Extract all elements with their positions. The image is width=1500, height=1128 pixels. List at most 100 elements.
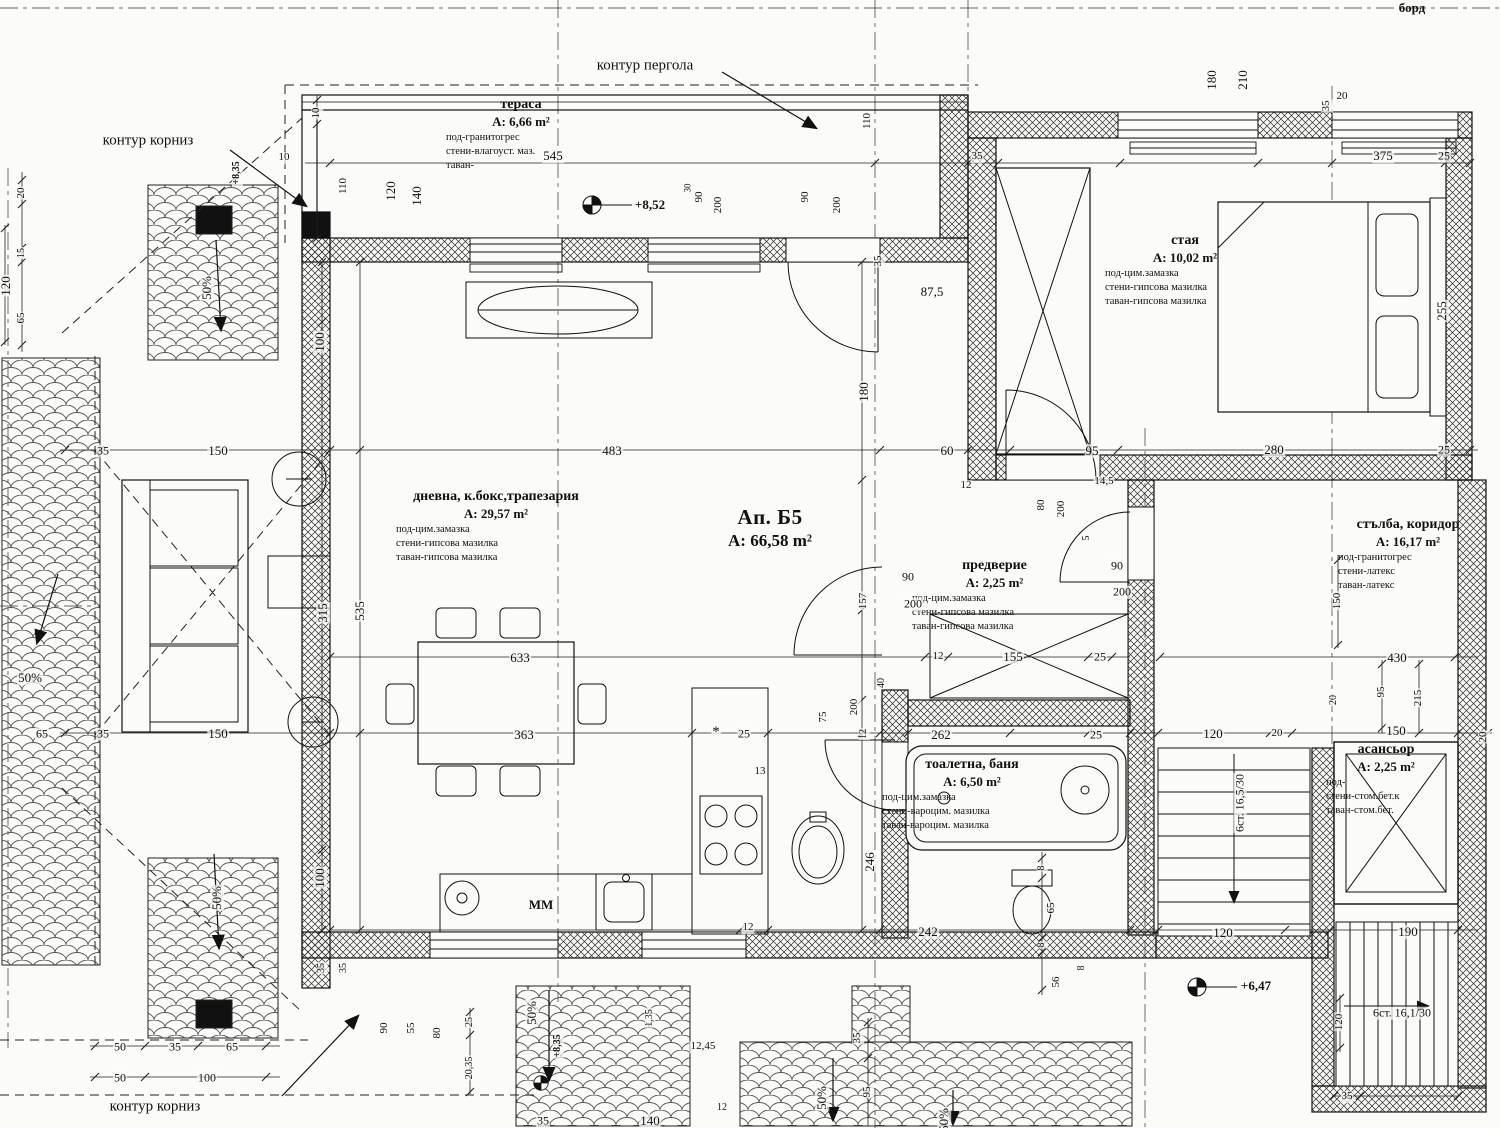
dimension-label: 35 [851, 1031, 864, 1045]
dimension-label: 200 [1112, 584, 1132, 599]
cornice-contour-label-bottom: контур корниз [109, 1098, 201, 1115]
dimension-label: 363 [513, 727, 535, 743]
room-area: А: 10,02 m² [1152, 249, 1218, 265]
door-bath [824, 739, 896, 811]
dimension-label: 35 [872, 254, 885, 268]
window-room-1 [1117, 111, 1259, 139]
dimension-label: 25 [737, 726, 751, 741]
dimension-label: 100 [197, 1070, 217, 1085]
dimension-label: 150 [1385, 723, 1407, 739]
room-finish: стени-гипсова мазилка [396, 537, 499, 549]
dimension-label: 35 [96, 726, 110, 741]
dimension-label: 150 [1331, 591, 1344, 611]
room-finish: стени-гипсова мазилка [912, 606, 1015, 618]
room-label-living: дневна, к.бокс,трапезария А: 29,57 m² по… [386, 488, 606, 565]
door-opening-terrace [785, 237, 881, 263]
dimension-label: 65 [225, 1039, 239, 1054]
dimension-label: 95 [861, 1085, 874, 1099]
stair-label: 6ст. 16,1/30 [1371, 1005, 1433, 1020]
elevation-marker [533, 1075, 549, 1091]
coffee-table [267, 555, 331, 609]
dimension-label: 10 [277, 151, 291, 164]
elevation-label: +8,35 [551, 1033, 564, 1059]
dimension-label: 200 [712, 195, 725, 215]
door-entry [1059, 511, 1131, 583]
door-room [1005, 389, 1097, 481]
dimension-label: 20 [1335, 90, 1349, 103]
dimension-label: 12 [959, 479, 973, 492]
room-finish: таван-гипсова мазилка [912, 620, 1014, 632]
elevator-cab [1333, 741, 1459, 905]
dimension-label: 110 [337, 176, 350, 196]
slope-label: 50% [209, 885, 225, 911]
cornice-arrow-bottom [281, 1014, 360, 1097]
room-label-elevator: асансьор А: 2,25 m² под-стени-стом.бет.к… [1316, 741, 1456, 818]
dimension-label: 65 [35, 726, 49, 741]
kitchen-counter [439, 687, 769, 935]
room-area: А: 2,25 m² [1357, 758, 1415, 774]
dimension-label: 55 [405, 1021, 418, 1035]
dimension-label: 483 [601, 443, 623, 459]
dimension-label: 535 [352, 600, 368, 622]
dimension-label: 246 [862, 851, 878, 873]
dimension-label: 35 [1320, 99, 1333, 113]
bed [1217, 197, 1447, 417]
room-finish: под-гранитогрес [1338, 552, 1412, 564]
dimension-label: 633 [509, 650, 531, 666]
elevation-marker [582, 195, 632, 215]
door-opening-vestibule [1127, 506, 1155, 581]
dimension-label: 8 [1075, 964, 1088, 972]
elevation-label: +6,47 [1239, 978, 1273, 994]
dimension-label: 20,35 [463, 1055, 476, 1081]
dimension-label: 35 [536, 1113, 550, 1128]
dimension-label: 25 [1093, 649, 1107, 664]
window-living-bottom-2 [641, 931, 747, 959]
pergola-contour-label: контур пергола [596, 57, 694, 74]
room-finish: таван- [446, 159, 474, 171]
room-finish: таван-латекс [1338, 579, 1395, 591]
dimension-label: 80 [431, 1026, 444, 1040]
room-finish: таван-стом.бет. [1326, 804, 1394, 816]
dimension-label: 190 [1397, 924, 1419, 940]
dimension-label: 95 [1084, 443, 1100, 459]
floor-lamp [271, 451, 339, 748]
room-finish: под-цим.замазка [882, 792, 956, 804]
washing-machine-label: MM [528, 897, 554, 912]
dimension-label: 140 [639, 1113, 661, 1128]
contour-lines [0, 84, 978, 1096]
slope-label: 50% [17, 670, 43, 686]
dimension-label: 75 [817, 710, 830, 724]
dimension-label: 35 [970, 150, 984, 163]
dimension-label: 20 [1477, 730, 1490, 744]
dimension-label: 242 [917, 924, 939, 940]
dimension-label: 215 [1412, 688, 1425, 708]
stair-label: 6ст. 16,5/30 [1232, 772, 1247, 834]
bord-label: борд [1398, 0, 1426, 15]
room-area: А: 2,25 m² [965, 574, 1024, 590]
dimension-label: 25 [1437, 148, 1451, 163]
sideboard [465, 281, 653, 339]
dimension-label: 90 [378, 1021, 391, 1035]
window-room-2 [1331, 111, 1459, 139]
slope-label: 50% [814, 1085, 830, 1111]
dimension-label: 315 [315, 602, 331, 624]
dimension-label: 545 [542, 148, 564, 164]
room-area: А: 16,17 m² [1375, 533, 1441, 549]
dimension-label: 35 [337, 962, 350, 974]
elevation-label: +8,35 [230, 160, 243, 186]
dimension-label: 35 [1340, 1090, 1354, 1103]
dimension-label: 180 [856, 381, 872, 403]
door-terrace [787, 261, 879, 353]
room-name: асансьор [1357, 742, 1415, 757]
dimension-label: 95 [1375, 685, 1388, 699]
window-terrace-1 [469, 237, 563, 273]
dimension-label: 90 [1110, 558, 1124, 573]
dimension-label: 90 [693, 190, 706, 204]
dimension-label: 280 [1263, 442, 1285, 458]
